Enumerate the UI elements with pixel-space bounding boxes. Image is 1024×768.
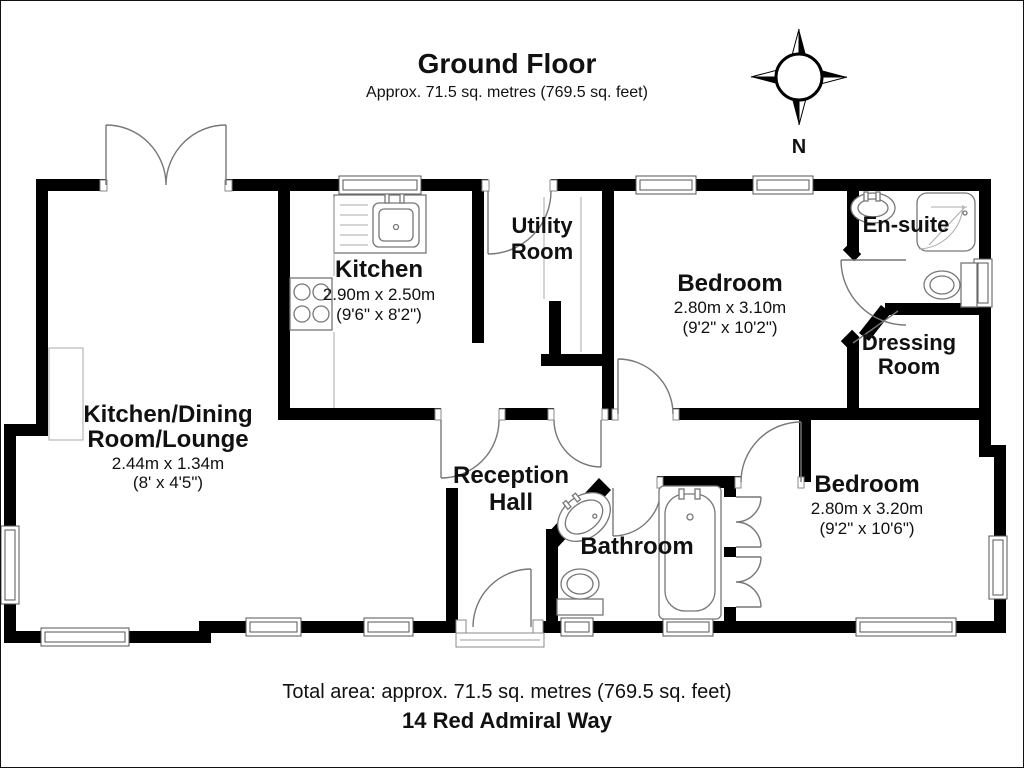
address-text: 14 Red Admiral Way bbox=[402, 708, 613, 733]
room-label: Utility bbox=[511, 213, 573, 238]
compass-icon: N bbox=[750, 28, 848, 158]
ensuite-door bbox=[840, 259, 907, 326]
room-dim-metric: 2.90m x 2.50m bbox=[323, 285, 435, 304]
total-area-text: Total area: approx. 71.5 sq. metres (769… bbox=[282, 681, 731, 703]
room-label: Bedroom bbox=[677, 270, 782, 297]
compass-north-label: N bbox=[792, 136, 806, 158]
french-doors bbox=[105, 124, 227, 186]
wall-diagonal-ensuite bbox=[859, 305, 891, 341]
room-dim-metric: 2.44m x 1.34m bbox=[112, 454, 224, 473]
window bbox=[40, 627, 130, 647]
utility-counter-line bbox=[543, 197, 582, 352]
front-door bbox=[472, 568, 532, 628]
window bbox=[635, 175, 697, 195]
room-dim-imperial: (8' x 4'5") bbox=[133, 473, 203, 492]
room-dressing: Dressing Room bbox=[862, 330, 956, 379]
door-post bbox=[842, 242, 862, 262]
room-bedroom2: Bedroom 2.80m x 3.20m (9'2" x 10'6") bbox=[811, 471, 923, 538]
room-label: Room/Lounge bbox=[87, 426, 248, 453]
door-jambs bbox=[99, 179, 805, 635]
room-label: Hall bbox=[489, 489, 533, 516]
room-lounge: Kitchen/Dining Room/Lounge 2.44m x 1.34m… bbox=[83, 401, 252, 492]
window bbox=[560, 617, 594, 637]
room-reception: Reception Hall bbox=[453, 462, 569, 516]
hob-icon bbox=[289, 277, 333, 331]
window bbox=[855, 617, 957, 637]
windows bbox=[1, 175, 1008, 647]
window bbox=[662, 617, 714, 637]
page-title: Ground Floor bbox=[418, 48, 597, 79]
ensuite-toilet-icon bbox=[923, 262, 978, 308]
room-dim-imperial: (9'2" x 10'6") bbox=[819, 519, 914, 538]
room-kitchen: Kitchen 2.90m x 2.50m (9'6" x 8'2") bbox=[323, 256, 435, 324]
bathroom-basin-icon bbox=[557, 492, 611, 542]
room-label: En-suite bbox=[863, 212, 950, 237]
kitchen-door bbox=[440, 419, 500, 479]
window bbox=[988, 535, 1008, 600]
fireplace bbox=[48, 347, 84, 441]
page-subtitle: Approx. 71.5 sq. metres (769.5 sq. feet) bbox=[366, 84, 648, 101]
window bbox=[363, 617, 414, 637]
room-bathroom: Bathroom bbox=[580, 533, 693, 560]
room-utility: Utility Room bbox=[511, 213, 573, 264]
room-label: Bathroom bbox=[580, 533, 693, 560]
bath-icon bbox=[658, 485, 722, 620]
room-label: Reception bbox=[453, 462, 569, 489]
room-ensuite: En-suite bbox=[863, 212, 950, 237]
room-dim-imperial: (9'6" x 8'2") bbox=[336, 305, 422, 324]
window bbox=[752, 175, 814, 195]
window bbox=[245, 617, 302, 637]
room-label: Bedroom bbox=[814, 471, 919, 498]
room-label: Kitchen/Dining bbox=[83, 401, 252, 428]
shower-icon bbox=[916, 192, 976, 252]
doors bbox=[105, 124, 907, 648]
wardrobe-doors bbox=[735, 496, 762, 608]
room-dim-imperial: (9'2" x 10'2") bbox=[682, 318, 777, 337]
kitchen-sink-icon bbox=[333, 193, 427, 254]
room-label: Room bbox=[878, 354, 940, 379]
door-post bbox=[840, 329, 860, 349]
room-label: Dressing bbox=[862, 330, 956, 355]
utility-hall-door bbox=[553, 419, 602, 468]
window bbox=[1, 525, 20, 605]
bedroom1-door bbox=[617, 358, 674, 415]
window bbox=[338, 175, 422, 195]
ensuite-basin-icon bbox=[850, 191, 896, 224]
dressing-door bbox=[852, 310, 899, 344]
room-label: Kitchen bbox=[335, 256, 423, 283]
utility-exterior-door bbox=[487, 190, 552, 255]
room-bedroom1: Bedroom 2.80m x 3.10m (9'2" x 10'2") bbox=[674, 270, 786, 337]
room-dim-metric: 2.80m x 3.20m bbox=[811, 499, 923, 518]
room-dim-metric: 2.80m x 3.10m bbox=[674, 298, 786, 317]
bathroom-toilet-icon bbox=[556, 568, 604, 616]
room-label: Room bbox=[511, 239, 573, 264]
bathroom-door bbox=[612, 487, 662, 537]
bedroom2-door bbox=[740, 421, 802, 483]
